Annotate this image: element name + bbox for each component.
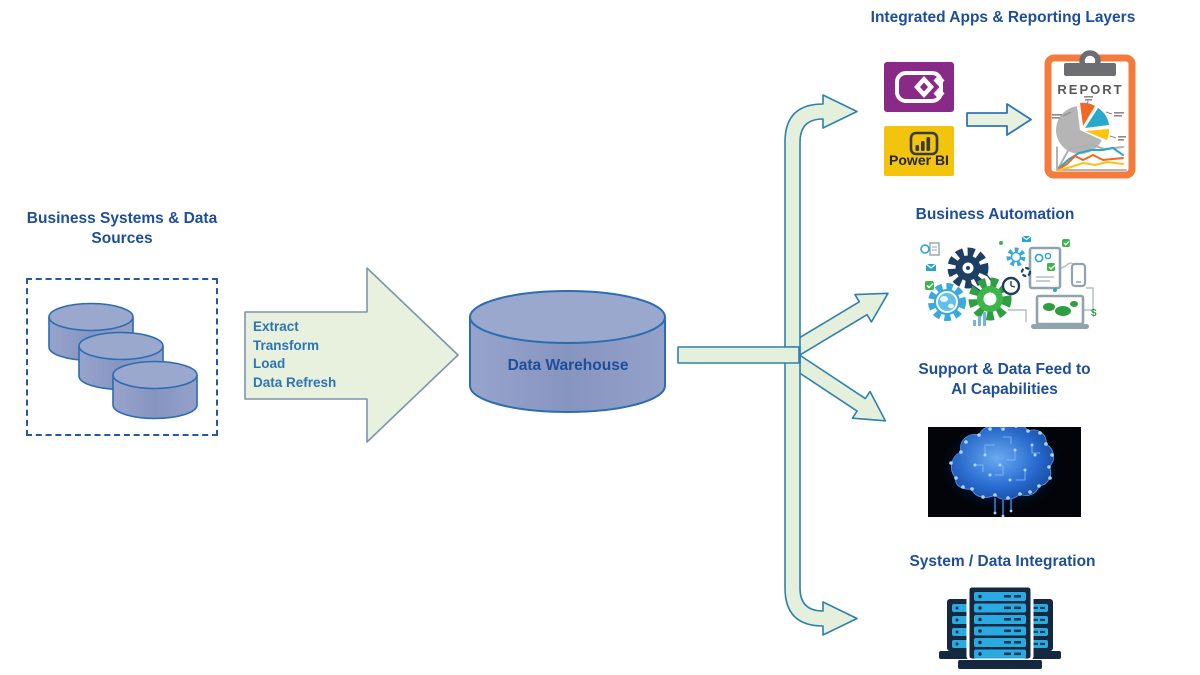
etl-step-extract: Extract [253,319,299,334]
server-stack-icon [939,584,1061,669]
integration-title: System / Data Integration [909,553,1096,570]
automation-title: Business Automation [915,206,1075,223]
data-warehouse-label: Data Warehouse [507,357,629,374]
power-bi-label: Power BI [889,152,949,168]
etl-steps: Extract Transform Load Data Refresh [253,318,336,392]
arrow-to-integration [784,346,858,636]
data-warehouse-cylinder [469,290,666,413]
database-cylinders-icon [48,302,198,420]
ai-title: Support & Data Feed to AI Capabilities [918,361,1091,399]
ai-brain-image [928,427,1081,517]
power-apps-icon [884,62,954,112]
report-clipboard-title: REPORT [1057,82,1124,97]
etl-step-load: Load [253,356,286,371]
arrow-to-automation [787,292,889,359]
arrow-to-reporting [784,94,858,364]
warehouse-output-bar [677,346,800,364]
report-clipboard-icon [1044,50,1136,179]
etl-step-transform: Transform [253,337,320,353]
etl-step-data-refresh: Data Refresh [253,374,337,390]
reporting-title: Integrated Apps & Reporting Layers [870,9,1136,26]
svg-text:$: $ [1091,308,1097,319]
source-title: Business Systems & Data Sources [26,210,218,248]
gears-automation-illustration: $ [920,235,1097,329]
apps-to-report-arrow [966,103,1032,136]
data-sources-boundary-box [26,278,218,436]
report-line-chart [1056,143,1127,171]
report-pie-chart [1052,96,1126,154]
power-bi-icon [884,126,954,176]
branch-connectors [677,94,889,636]
etl-arrow-shape [244,267,459,443]
